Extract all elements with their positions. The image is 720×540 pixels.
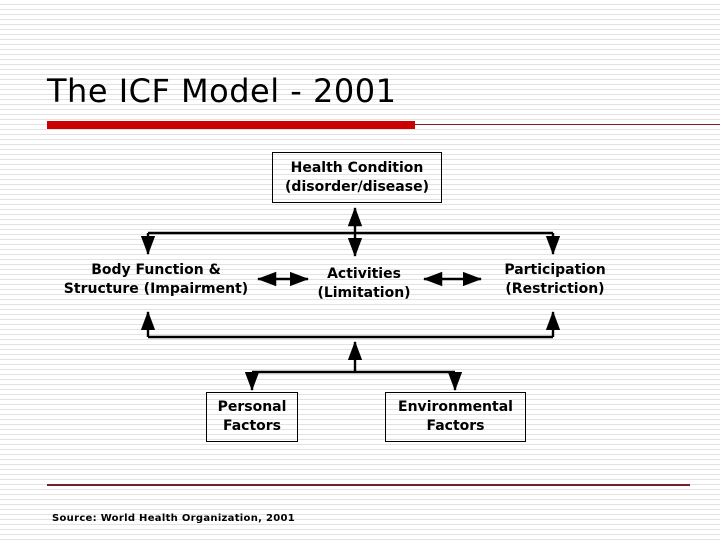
title-accent-bar: [47, 121, 415, 129]
node-activities-line1: Activities: [327, 266, 401, 283]
node-environmental-factors-line2: Factors: [426, 418, 485, 434]
source-credit: Source: World Health Organization, 2001: [52, 513, 296, 524]
node-health-condition[interactable]: Health Condition (disorder/disease): [272, 152, 442, 203]
page-title: The ICF Model - 2001: [47, 72, 397, 110]
node-health-condition-line1: Health Condition: [290, 159, 424, 176]
footer-rule: [47, 484, 690, 486]
node-environmental-factors[interactable]: Environmental Factors: [385, 392, 526, 442]
node-activities-line2: (Limitation): [317, 285, 411, 301]
node-personal-factors-line2: Factors: [222, 418, 282, 434]
node-participation[interactable]: Participation (Restriction): [485, 258, 625, 302]
node-body-function-structure-line1: Body Function &: [91, 262, 221, 279]
node-body-function-structure[interactable]: Body Function & Structure (Impairment): [40, 258, 272, 302]
node-body-function-structure-line2: Structure (Impairment): [63, 281, 249, 297]
node-personal-factors[interactable]: Personal Factors: [206, 392, 298, 442]
node-personal-factors-line1: Personal: [217, 399, 287, 416]
node-health-condition-line2: (disorder/disease): [285, 178, 429, 195]
node-activities[interactable]: Activities (Limitation): [310, 262, 418, 306]
node-participation-line1: Participation: [504, 262, 606, 279]
node-participation-line2: (Restriction): [505, 281, 605, 297]
node-environmental-factors-line1: Environmental: [398, 399, 513, 416]
